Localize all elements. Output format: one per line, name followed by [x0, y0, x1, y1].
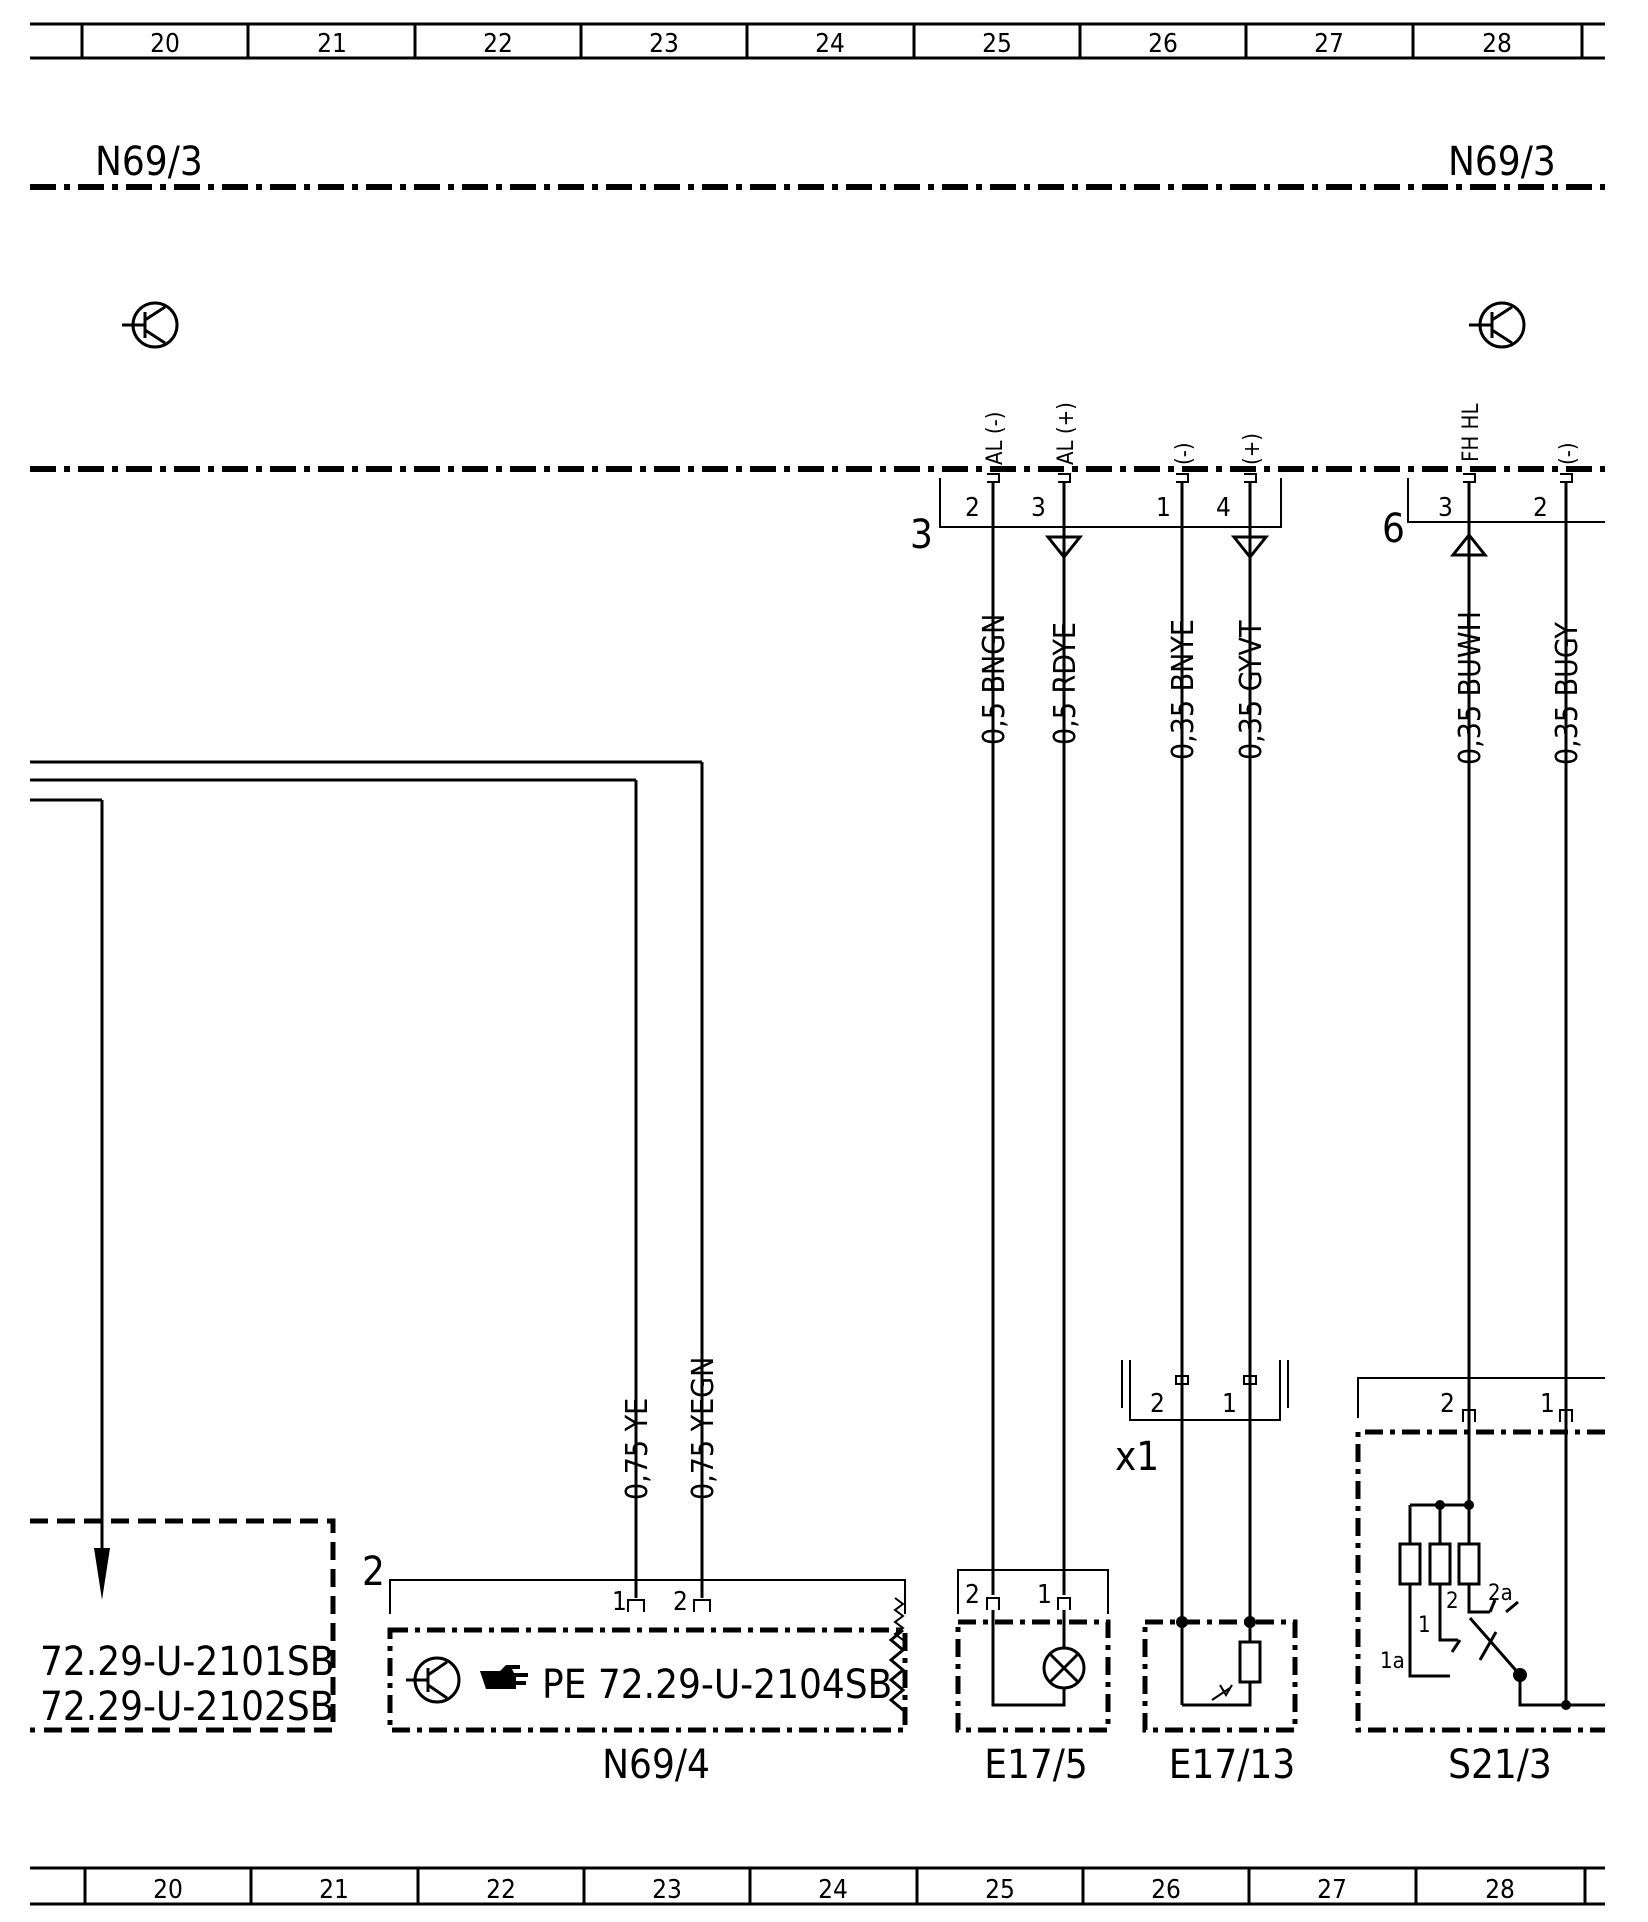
reference-text: PE 72.29-U-2104SB — [542, 1662, 892, 1708]
pin-number: 1 — [1222, 1389, 1237, 1419]
signal-label: AL (-) — [983, 412, 1008, 465]
module-label-right: N69/3 — [1448, 139, 1556, 185]
grid-top-23: 23 — [649, 29, 679, 59]
pin-number: 2 — [965, 1580, 980, 1610]
switch-position-label: 2 — [1446, 1589, 1459, 1614]
grid-top-22: 22 — [483, 29, 513, 59]
component-label: E17/13 — [1169, 1742, 1295, 1788]
signal-label: (-) — [1172, 442, 1197, 465]
pointing-hand-icon — [480, 1665, 528, 1689]
wire-label: 0,5 RDYE — [1048, 622, 1083, 745]
ground-arrow-icon — [1230, 535, 1270, 560]
pin-number: 2 — [673, 1587, 688, 1617]
pin-number: 1 — [1156, 493, 1171, 523]
variable-resistor-icon — [1211, 1640, 1262, 1701]
pin-number: 2 — [1150, 1389, 1165, 1419]
grid-top-26: 26 — [1148, 29, 1178, 59]
wire-label: 0,35 BUWH — [1453, 611, 1488, 765]
connector-3: 3 2 AL (-) 0,5 BNGN 3 AL (+) 0,5 RDYE 1 … — [910, 402, 1282, 1595]
signal-label: FH HL — [1459, 404, 1484, 462]
arrow-down-icon — [94, 1548, 110, 1600]
component-e17-5: 2 1 E17/5 — [955, 1569, 1111, 1788]
reference-block: 72.29-U-2101SB 72.29-U-2102SB — [30, 1518, 336, 1733]
component-n69-4: 2 1 2 PE 72.29-U-2104SB N69/4 — [362, 1549, 908, 1788]
component-e17-13: 2 1 x1 E17/13 — [1115, 1360, 1298, 1788]
wire-label: 0,35 BNYE — [1166, 619, 1201, 760]
grid-bottom-25: 25 — [985, 1875, 1015, 1905]
grid-bottom-27: 27 — [1317, 1875, 1347, 1905]
resistor-icon — [1457, 1542, 1481, 1586]
grid-bottom-24: 24 — [818, 1875, 848, 1905]
lamp-icon — [1042, 1646, 1086, 1690]
pin-number: 2 — [1533, 493, 1548, 523]
wire-label: 0,35 GYVT — [1234, 620, 1269, 760]
grid-top-28: 28 — [1482, 29, 1512, 59]
electronic-component-icon — [122, 301, 179, 349]
pin-number: 2 — [1440, 1389, 1455, 1419]
grid-bottom-23: 23 — [652, 1875, 682, 1905]
wire-label: 0,75 YEGN — [686, 1357, 721, 1500]
grid-bottom-28: 28 — [1485, 1875, 1515, 1905]
pin-number: 1 — [1540, 1389, 1555, 1419]
connector-x1-label: x1 — [1115, 1434, 1159, 1480]
connector-3-label: 3 — [910, 512, 933, 558]
component-label: N69/4 — [602, 1742, 710, 1788]
signal-label: (-) — [1556, 442, 1581, 465]
grid-top-20: 20 — [150, 29, 180, 59]
grid-top-27: 27 — [1314, 29, 1344, 59]
grid-bottom-20: 20 — [153, 1875, 183, 1905]
electronic-component-icon — [406, 1656, 461, 1704]
reference-text: 72.29-U-2101SB — [40, 1639, 334, 1685]
switch-position-label: 1 — [1418, 1613, 1431, 1638]
electronic-component-icon — [1469, 301, 1526, 349]
pin-number: 3 — [1438, 493, 1453, 523]
grid-top-21: 21 — [317, 29, 347, 59]
component-label: S21/3 — [1448, 1742, 1552, 1788]
pin-number: 4 — [1216, 493, 1231, 523]
reference-text: 72.29-U-2102SB — [40, 1684, 334, 1730]
rotary-switch-icon — [1438, 1599, 1527, 1682]
top-grid: 20 21 22 23 24 25 26 27 28 — [30, 22, 1605, 60]
arrow-up-icon — [1449, 532, 1489, 557]
wire-label: 0,75 YE — [620, 1398, 655, 1500]
pin-number: 1 — [1037, 1580, 1052, 1610]
signal-label: (+) — [1240, 433, 1265, 465]
resistor-icon — [1428, 1542, 1452, 1586]
bottom-grid: 20 21 22 23 24 25 26 27 28 — [30, 1866, 1605, 1906]
connector-6-label: 6 — [1382, 506, 1405, 552]
ground-arrow-icon — [1044, 535, 1084, 560]
component-s21-3: 2 1 1a 1 2 — [1355, 1377, 1605, 1788]
signal-label: AL (+) — [1054, 402, 1079, 465]
pin-number: 1 — [612, 1587, 627, 1617]
switch-position-label: 1a — [1380, 1649, 1405, 1674]
grid-bottom-22: 22 — [486, 1875, 516, 1905]
pin-number: 3 — [1031, 493, 1046, 523]
grid-top-25: 25 — [982, 29, 1012, 59]
grid-top-24: 24 — [815, 29, 845, 59]
grid-bottom-26: 26 — [1151, 1875, 1181, 1905]
module-label-left: N69/3 — [95, 139, 203, 185]
resistor-icon — [1398, 1542, 1422, 1586]
left-wires: 0,75 YE 0,75 YEGN — [30, 760, 721, 1600]
grid-bottom-21: 21 — [319, 1875, 349, 1905]
switch-position-label: 2a — [1488, 1581, 1513, 1606]
connector-2-label: 2 — [362, 1549, 385, 1595]
wire-label: 0,5 BNGN — [977, 614, 1012, 745]
component-label: E17/5 — [984, 1742, 1088, 1788]
wire-label: 0,35 BUGY — [1550, 622, 1585, 765]
connector-6: 6 3 FH HL 0,35 BUWH 2 (-) 0,35 BUGY — [1382, 404, 1605, 1705]
pin-number: 2 — [965, 493, 980, 523]
module-n69-3: N69/3 N69/3 — [30, 139, 1605, 472]
